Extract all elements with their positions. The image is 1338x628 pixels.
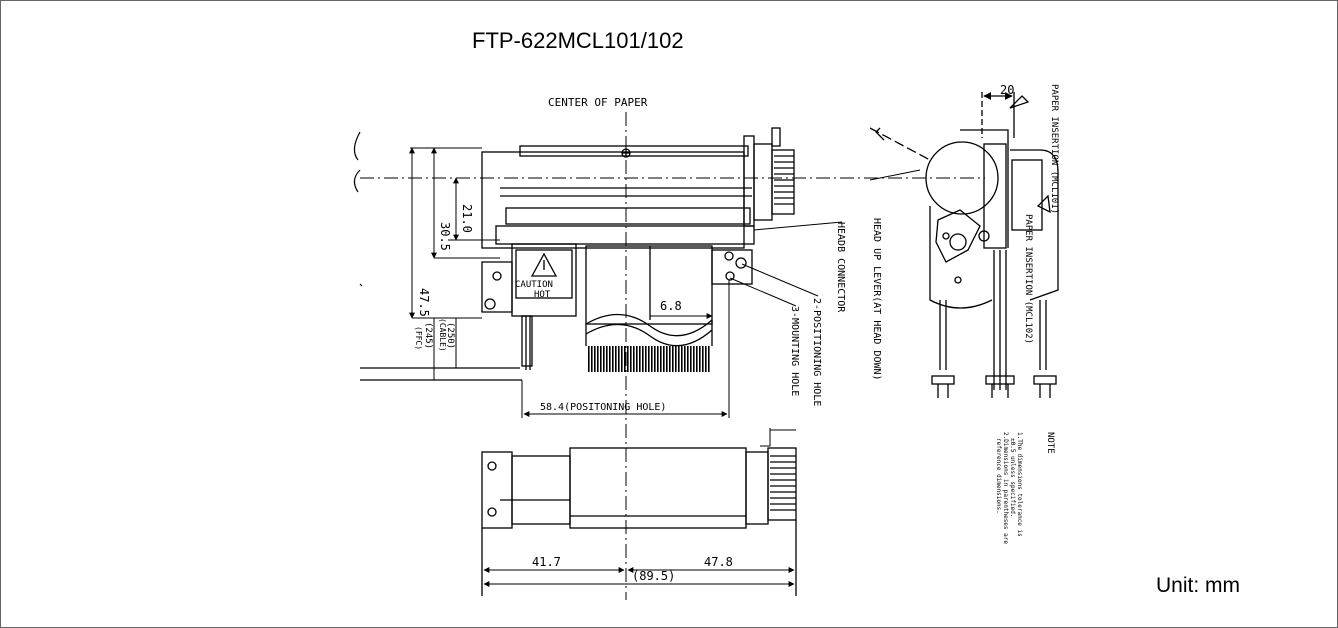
dim-47-8: 47.8 [704,555,733,569]
dim-21: 21.0 [460,204,474,233]
leader-lines [729,169,921,447]
dim-89-5: (89.5) [632,569,675,583]
front-view [360,127,795,381]
paper-insertion-102-label: PAPER INSERTION (MCL102) [1023,214,1033,344]
caution-label: CAUTION [515,280,553,290]
dim-41-7: 41.7 [532,555,561,569]
note-line-1: 1.The dimensions tolerance is [1016,432,1023,537]
note-line-1b: ±0.5 unless specified. [1009,438,1016,517]
ffc-contacts [588,346,710,372]
bottom-view [481,447,797,596]
dim-20: 20 [1000,83,1014,97]
note-line-2b: reference dimensions. [995,438,1002,514]
cable-label: (CABLE) [438,318,447,352]
bottom-dimensions [483,567,795,587]
headb-connector-label: HEADB CONNECTOR [835,222,846,313]
head-up-lever-label: HEAD UP LEVER(AT HEAD DOWN) [871,218,882,381]
dim-245: (245) [423,322,433,349]
dim-30-5: 30.5 [438,222,452,251]
paper-insertion-101-label: PAPER INSERTION (MCL101) [1049,84,1059,214]
break-lines [353,131,363,287]
dim-6-8: 6.8 [660,299,682,313]
note-title: NOTE [1045,432,1055,454]
drawing-title: FTP-622MCL101/102 [472,28,684,53]
positioning-hole-label: 2-POSITIONING HOLE [811,298,822,406]
dim-58-4: 58.4(POSITONING HOLE) [540,402,666,413]
note-line-2: 2.Dimensions in parentheses are [1002,432,1009,544]
dim-47-5: 47.5 [417,288,431,317]
left-dimensions [409,147,500,380]
dim-58-4-lines [521,280,730,418]
side-view [869,92,1059,398]
mounting-hole-label: 3-MOUNTING HOLE [789,306,800,396]
dim-250: (250) [445,322,455,349]
ffc-label: (FFC) [414,326,423,350]
unit-label: Unit: mm [1156,574,1240,597]
hot-label: HOT [534,290,551,300]
center-of-paper-label: CENTER OF PAPER [548,96,648,109]
